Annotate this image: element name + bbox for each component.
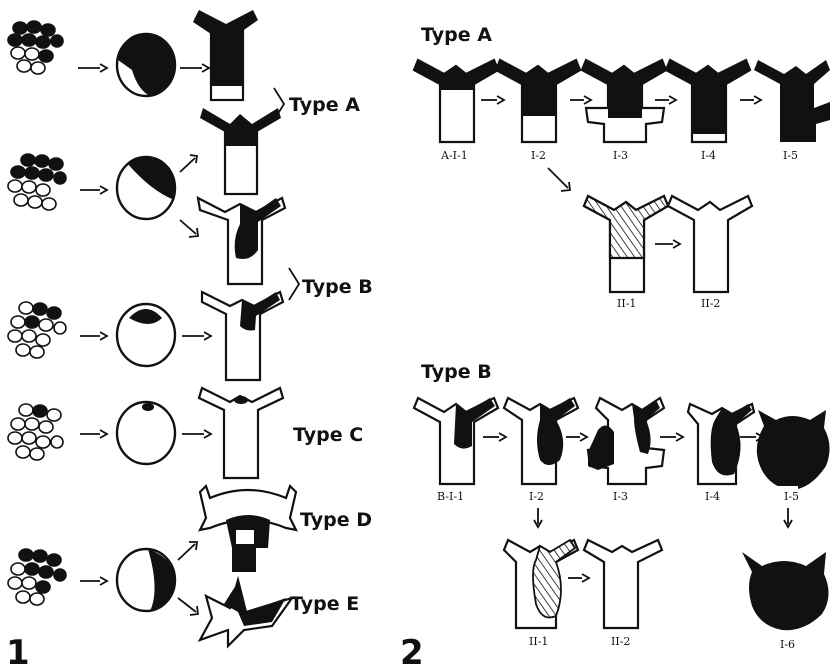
arrow: [740, 95, 763, 105]
row-type-de-cluster: [7, 548, 67, 606]
arrow: [655, 239, 682, 249]
label-type-e: Type E: [290, 593, 359, 615]
label-type-b: Type B: [302, 276, 373, 298]
type-b-stage-4: [686, 402, 756, 486]
row-type-b-lower-cluster: [7, 301, 67, 359]
arrow: [483, 432, 508, 442]
arrow: [177, 541, 199, 561]
embryo-type-e: [197, 575, 295, 649]
arrow: [80, 185, 109, 195]
code-a-i-4: I-4: [701, 149, 716, 162]
type-b-stage-1: [412, 396, 500, 486]
arrow: [179, 154, 199, 173]
type-a-stage-2: [494, 58, 582, 144]
type-a-stage-5: [754, 60, 830, 142]
type-b-stage-ii-2: [582, 538, 664, 630]
type-a-stage-3: [580, 58, 668, 144]
code-b-ii-2: II-2: [611, 635, 630, 648]
type-b-stage-ii-1: [502, 538, 580, 630]
arrow: [655, 95, 678, 105]
arrow: [182, 429, 213, 439]
type-b-stage-2: [502, 396, 580, 486]
code-b-i-5: I-5: [784, 490, 799, 503]
type-a-stage-ii-1: [582, 194, 670, 294]
arrow: [570, 95, 593, 105]
arrow: [566, 432, 589, 442]
arrow: [547, 167, 572, 192]
embryo-type-c: [197, 386, 285, 480]
type-a-stage-ii-2: [666, 194, 754, 294]
row-type-c-cluster: [7, 403, 64, 461]
bracket-type-b: [288, 267, 301, 301]
code-a-i-2: I-2: [531, 149, 546, 162]
arrow: [80, 429, 109, 439]
row-type-b-cluster: [7, 153, 67, 211]
code-b-ii-1: II-1: [529, 635, 548, 648]
embryo-type-a-1: [193, 10, 258, 102]
egg-type-a: [115, 32, 177, 98]
label-type-d: Type D: [300, 509, 372, 531]
arrow: [533, 508, 543, 529]
embryo-type-a-2: [200, 108, 281, 196]
egg-type-c: [115, 400, 177, 466]
panel-number-2: 2: [400, 633, 424, 671]
arrow: [568, 573, 591, 583]
type-b-stage-3: [586, 396, 666, 486]
arrow: [80, 331, 109, 341]
code-a-ii-1: II-1: [617, 297, 636, 310]
arrow: [481, 95, 506, 105]
arrow: [182, 331, 213, 341]
label-type-a: Type A: [289, 94, 360, 116]
panel-1: Type A: [6, 10, 373, 671]
arrow: [660, 432, 685, 442]
row-type-a-cluster: [7, 20, 64, 75]
code-b-i-4: I-4: [705, 490, 720, 503]
code-a-i-1: A-I-1: [440, 149, 468, 162]
panel-number-1: 1: [6, 633, 30, 671]
embryo-type-d: [198, 483, 298, 572]
code-b-i-2: I-2: [529, 490, 544, 503]
arrow: [80, 576, 109, 586]
egg-type-b: [115, 155, 177, 221]
arrow: [78, 63, 109, 73]
arrow: [177, 597, 200, 616]
type-a-stage-1: [412, 58, 500, 144]
arrow: [783, 508, 793, 529]
code-b-i-3: I-3: [613, 490, 628, 503]
arrow: [179, 219, 200, 238]
code-a-i-3: I-3: [613, 149, 628, 162]
egg-type-b-lower: [115, 302, 177, 368]
type-b-stage-5: [756, 410, 830, 492]
panel-2: Type A A-I-1 I-2 I-3 I-4 I-5: [400, 24, 830, 671]
embryo-type-b-2: [200, 290, 285, 382]
type-a-stage-4: [664, 58, 752, 144]
arrow: [180, 63, 211, 73]
label-type-c: Type C: [293, 424, 363, 446]
type-b-stage-6: [742, 552, 829, 631]
code-b-i-1: B-I-1: [437, 490, 464, 503]
code-a-ii-2: II-2: [701, 297, 720, 310]
code-a-i-5: I-5: [783, 149, 798, 162]
code-b-i-6: I-6: [780, 638, 795, 651]
egg-type-de: [115, 547, 177, 613]
panel-2-type-b-title: Type B: [421, 361, 492, 383]
embryo-type-b-1: [196, 196, 287, 286]
panel-2-type-a-title: Type A: [421, 24, 492, 46]
